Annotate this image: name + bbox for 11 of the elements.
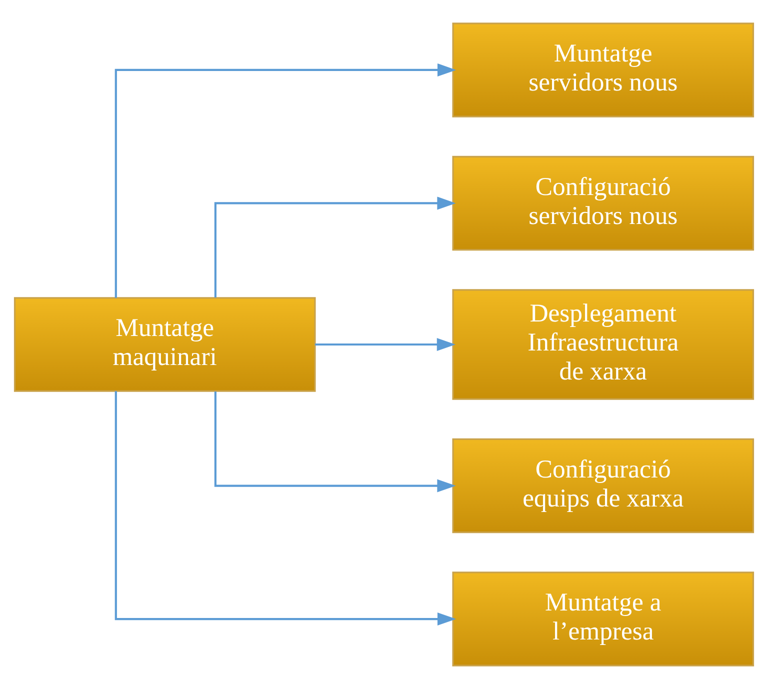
node-box: Muntatge maquinari	[14, 296, 316, 392]
arrow	[214, 196, 456, 297]
arrow	[214, 391, 456, 492]
arrow	[114, 62, 456, 298]
node-box: Muntatge a l’empresa	[452, 571, 754, 666]
arrow	[315, 337, 456, 351]
arrow	[114, 390, 456, 626]
node-box: Configuració equips de xarxa	[452, 438, 754, 533]
node-box: Desplegament Infraestructura de xarxa	[452, 288, 754, 400]
node-box: Configuració servidors nous	[452, 155, 754, 250]
node-box: Muntatge servidors nous	[452, 22, 754, 117]
